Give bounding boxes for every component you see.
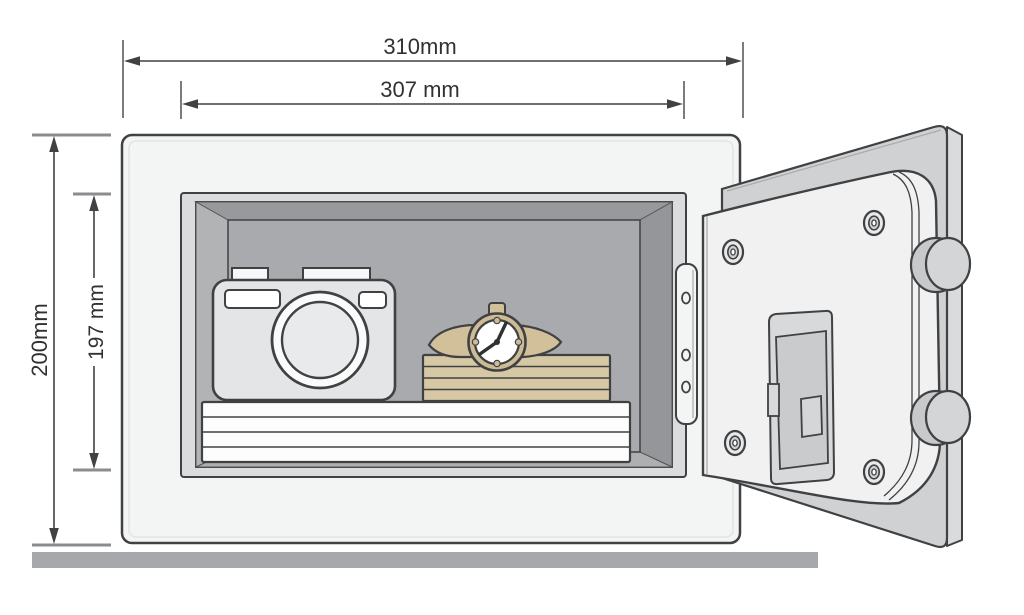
safe-door <box>701 124 972 549</box>
door-fold-line <box>883 173 913 497</box>
screw-icon <box>721 238 745 266</box>
interior-top-wall <box>194 201 674 221</box>
screw-icon <box>862 458 886 486</box>
camera-flash <box>358 291 387 309</box>
paper-stack-icon <box>200 400 632 464</box>
label-backdrop <box>84 278 110 366</box>
dimension-outer-height: 200mm <box>27 133 111 547</box>
arrowhead-right <box>667 99 683 109</box>
door-edge-face <box>946 126 963 547</box>
camera-icon <box>211 267 397 402</box>
dimension-label-outer-height: 200mm <box>27 303 52 376</box>
watch-hour-hand <box>478 340 499 356</box>
hinge-hole <box>681 380 691 394</box>
cash-stack-icon <box>421 353 612 403</box>
dimension-label-inner-width: 307 mm <box>380 77 459 102</box>
arrowhead-left <box>124 56 140 66</box>
watch-icon <box>427 302 563 372</box>
arrowhead-bottom <box>49 528 59 544</box>
screw-icon <box>723 429 747 457</box>
hinge-hole <box>681 348 691 362</box>
floor-bar <box>32 552 818 568</box>
dimension-inner-height: 197 mm <box>73 192 111 472</box>
dimension-outer-width: 310mm <box>122 34 744 118</box>
battery-latch <box>767 383 780 417</box>
watch-minute-hand <box>495 321 508 344</box>
screw-icon <box>862 209 886 237</box>
arrowhead-top <box>49 136 59 152</box>
locking-bolt-top <box>909 236 972 294</box>
locking-bolt-bottom <box>909 389 972 447</box>
arrowhead-top <box>89 195 99 211</box>
door-fold-line <box>888 171 920 501</box>
battery-compartment <box>767 309 836 486</box>
arrowhead-right <box>726 56 742 66</box>
dimension-inner-width: 307 mm <box>180 77 685 119</box>
dimension-label-inner-height: 197 mm <box>85 284 108 360</box>
camera-lens <box>280 300 360 380</box>
hinge-hole <box>681 291 691 305</box>
arrowhead-bottom <box>89 453 99 469</box>
floor <box>32 552 818 568</box>
arrowhead-left <box>182 99 198 109</box>
hinge <box>675 263 698 425</box>
hinge-plate <box>675 263 698 425</box>
battery-window <box>800 394 823 439</box>
dimension-label-outer-width: 310mm <box>383 34 456 59</box>
interior-right-wall <box>639 201 673 468</box>
camera-viewfinder <box>224 289 281 309</box>
